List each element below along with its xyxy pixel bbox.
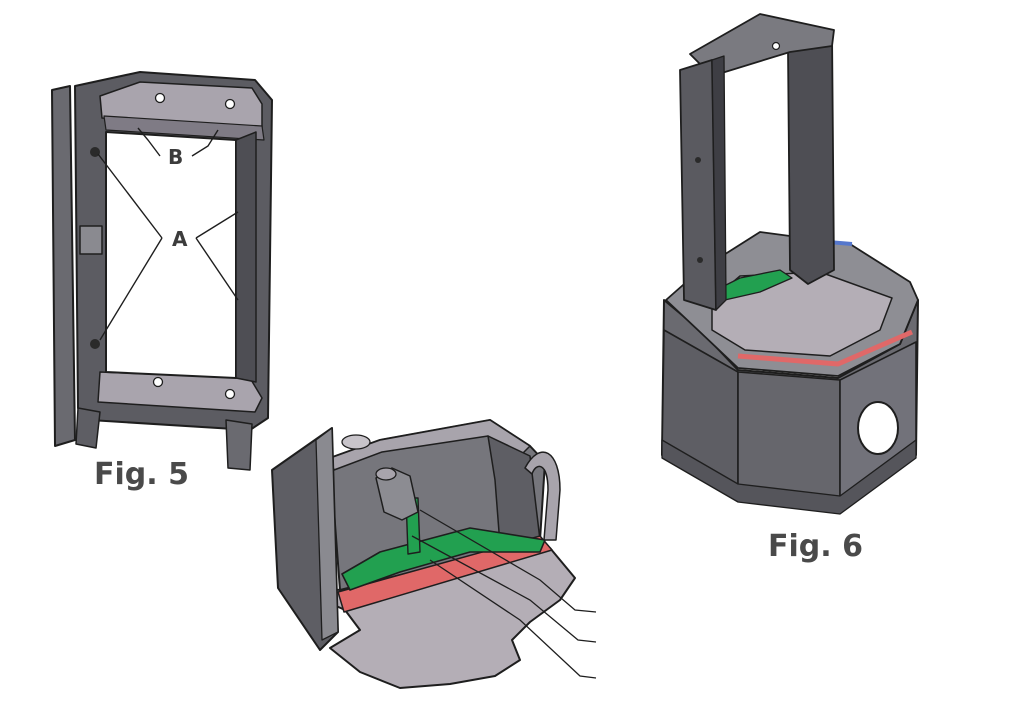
fig5-point-a	[90, 339, 100, 349]
fig5-top-rail	[103, 115, 265, 141]
fig6-firebox	[661, 13, 919, 515]
fig6-caption: Fig. 6	[768, 529, 863, 564]
fig5-hole	[224, 98, 236, 110]
fig6-bolt	[697, 257, 703, 263]
fig5-hole	[152, 376, 164, 388]
detail-handle	[524, 451, 561, 541]
fig5-caption: Fig. 5	[94, 457, 189, 492]
detail-leader-lines	[411, 509, 597, 679]
fig6-frame-left-rail	[711, 55, 727, 311]
detail-roller	[375, 467, 419, 521]
detail-door-edge	[315, 427, 339, 641]
fig5-hole	[224, 388, 236, 400]
fig5-hinge-block	[79, 225, 103, 255]
fig6-bolt	[695, 157, 701, 163]
fig6-frame-right-post	[787, 29, 835, 285]
fig5-leg-left	[75, 407, 101, 449]
detail-seal-strip	[337, 535, 553, 613]
fig5-leader-lines	[97, 127, 239, 341]
fig6-bolt	[771, 41, 781, 51]
detail-roller-end	[375, 467, 397, 481]
fig6-seal-line	[737, 329, 913, 367]
fig5-door-frame	[51, 71, 273, 471]
fig5-top-bar	[99, 81, 263, 129]
fig5-leg-right	[225, 419, 253, 471]
fig6-air-hole	[857, 401, 899, 455]
detail-knob	[341, 434, 371, 450]
fig6-plinth	[661, 439, 917, 515]
fig5-right-jamb	[235, 131, 257, 383]
fig5-callout-b: B	[168, 145, 183, 169]
detail-cutaway	[271, 419, 576, 689]
fig5-hinge-rail	[51, 85, 76, 447]
fig5-hole	[154, 92, 166, 104]
fig5-callout-a: A	[172, 227, 188, 251]
fig6-frame-left-post	[679, 59, 717, 311]
fig5-point-a	[90, 147, 100, 157]
